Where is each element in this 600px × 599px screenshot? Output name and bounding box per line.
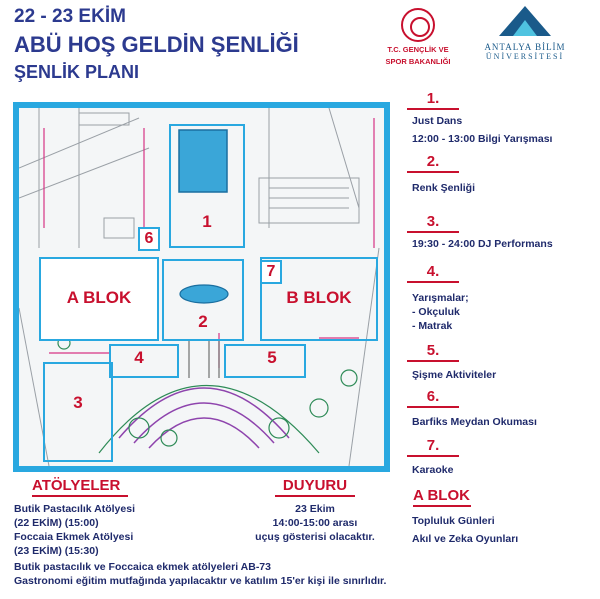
zone-3-label: 3 bbox=[73, 393, 83, 412]
atolyeler-heading: ATÖLYELER bbox=[32, 477, 128, 497]
legend-1-line-2: 12:00 - 13:00 Bilgi Yarışması bbox=[412, 133, 553, 145]
a-blok-heading: A BLOK bbox=[413, 487, 471, 507]
legend-2-number: 2. bbox=[407, 153, 459, 173]
a-blok-area bbox=[39, 257, 159, 341]
a-blok-label: A BLOK bbox=[66, 288, 132, 307]
legend-5-line-1: Şişme Aktiviteler bbox=[412, 369, 497, 381]
university-logo: ANTALYA BİLİM ÜNİVERSİTESİ bbox=[470, 6, 580, 72]
zone-4-area bbox=[109, 344, 179, 378]
legend-7-number: 7. bbox=[407, 437, 459, 457]
zone-2-area bbox=[162, 259, 244, 341]
atolyeler-line-1: Butik Pastacılık Atölyesi bbox=[14, 503, 135, 515]
legend-2-line-1: Renk Şenliği bbox=[412, 182, 476, 194]
university-logo-text-2: ÜNİVERSİTESİ bbox=[485, 52, 565, 61]
a-blok-line-1: Topluluk Günleri bbox=[412, 515, 495, 527]
duyuru-line-1: 23 Ekim bbox=[295, 503, 335, 515]
ministry-logo-text-1: T.C. GENÇLİK VE bbox=[387, 45, 449, 54]
legend-6-number: 6. bbox=[407, 388, 459, 408]
atolyeler-line-4: (23 EKİM) (15:30) bbox=[14, 545, 99, 557]
zone-1-label: 1 bbox=[202, 212, 212, 231]
zone-4-label: 4 bbox=[134, 348, 144, 367]
atolyeler-line-3: Foccaia Ekmek Atölyesi bbox=[14, 531, 134, 543]
footer-line-1: Butik pastacılık ve Foccaica ekmek atöly… bbox=[14, 561, 271, 573]
ministry-logo: T.C. GENÇLİK VE SPOR BAKANLIĞI bbox=[385, 8, 451, 72]
legend-5-number: 5. bbox=[407, 342, 459, 362]
zone-5-area bbox=[224, 344, 306, 378]
campus-map: 1 6 A BLOK 2 7 B BLOK 4 5 3 bbox=[13, 102, 390, 472]
zone-6-tag: 6 bbox=[138, 227, 160, 251]
ministry-seal-icon bbox=[401, 8, 435, 42]
legend-4-line-1: Yarışmalar; bbox=[412, 292, 469, 304]
legend-3-number: 3. bbox=[407, 213, 459, 233]
duyuru-heading: DUYURU bbox=[275, 477, 355, 497]
duyuru-line-3: uçuş gösterisi olacaktır. bbox=[255, 531, 375, 543]
campus-map-drawing bbox=[19, 108, 380, 466]
event-title: ABÜ HOŞ GELDİN ŞENLİĞİ bbox=[14, 32, 299, 57]
zone-2-label: 2 bbox=[198, 312, 208, 331]
event-date: 22 - 23 EKİM bbox=[14, 6, 126, 27]
legend-6-line-1: Barfiks Meydan Okuması bbox=[412, 416, 537, 428]
legend-4-number: 4. bbox=[407, 263, 459, 283]
legend-4-line-3: - Matrak bbox=[412, 320, 453, 332]
university-mountain-icon bbox=[499, 6, 551, 36]
zone-3-area bbox=[43, 362, 113, 462]
ministry-logo-text-2: SPOR BAKANLIĞI bbox=[385, 57, 451, 66]
university-logo-text-1: ANTALYA BİLİM bbox=[484, 42, 566, 52]
a-blok-line-2: Akıl ve Zeka Oyunları bbox=[412, 533, 519, 545]
footer-line-2: Gastronomi eğitim mutfağında yapılacaktı… bbox=[14, 575, 387, 587]
legend-4-line-2: - Okçuluk bbox=[412, 306, 460, 318]
legend-1-number: 1. bbox=[407, 90, 459, 110]
legend-3-line-1: 19:30 - 24:00 DJ Performans bbox=[412, 238, 553, 250]
b-blok-label: B BLOK bbox=[286, 288, 352, 307]
zone-5-label: 5 bbox=[267, 348, 277, 367]
legend-7-line-1: Karaoke bbox=[412, 464, 454, 476]
zone-1-area bbox=[169, 124, 245, 248]
b-blok-area bbox=[260, 257, 378, 341]
event-subtitle: ŞENLİK PLANI bbox=[14, 62, 140, 82]
atolyeler-line-2: (22 EKİM) (15:00) bbox=[14, 517, 99, 529]
duyuru-line-2: 14:00-15:00 arası bbox=[272, 517, 358, 529]
legend-1-line-1: Just Dans bbox=[412, 115, 463, 127]
